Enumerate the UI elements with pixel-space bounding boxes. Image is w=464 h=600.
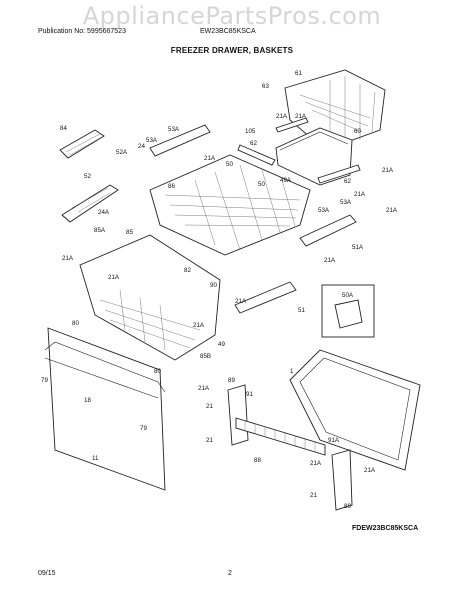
callout: 89 <box>228 377 235 384</box>
callout: 52 <box>84 173 91 180</box>
callout: 21A <box>295 113 307 120</box>
bracket-89-upper-drawing <box>227 384 249 446</box>
callout: 21 <box>310 492 317 499</box>
callout: 53A <box>340 199 352 206</box>
rail-105-drawing <box>237 144 276 166</box>
callout: 49 <box>218 341 225 348</box>
callout: 49A <box>280 177 292 184</box>
callout: 1 <box>290 368 294 375</box>
callout: 21A <box>310 460 322 467</box>
callout: 21 <box>206 437 213 444</box>
callout: 21A <box>324 257 336 264</box>
callout: 21A <box>198 385 210 392</box>
watermark-text: AppliancePartsPros.com <box>82 2 382 30</box>
rail-84-drawing <box>59 129 105 159</box>
callout: 21A <box>276 113 288 120</box>
wire-basket-drawing <box>149 154 311 256</box>
callout: 61 <box>295 70 302 77</box>
callout: 50 <box>226 161 233 168</box>
slide-51-drawing <box>234 281 297 314</box>
callout: 79 <box>41 377 48 384</box>
callout: 91A <box>328 437 340 444</box>
bar-62-upper-drawing <box>275 117 309 133</box>
callout: 62 <box>344 178 351 185</box>
page-title: FREEZER DRAWER, BASKETS <box>170 46 294 55</box>
callout: 18 <box>84 397 91 404</box>
callout: 80 <box>72 320 79 327</box>
slide-51a-drawing <box>299 214 357 247</box>
callout: 24 <box>138 143 145 150</box>
callout: 52A <box>116 149 128 156</box>
callout: 21A <box>364 467 376 474</box>
drawer-bin-drawing <box>79 234 221 361</box>
callout: 21A <box>354 191 366 198</box>
bin-60-drawing <box>275 127 353 186</box>
callout: 21A <box>382 167 394 174</box>
callout: 50 <box>258 181 265 188</box>
callout: 21A <box>62 255 74 262</box>
diagram-code: FDEW23BC85KSCA <box>352 525 419 532</box>
callout: 63 <box>262 83 269 90</box>
callout: 21 <box>206 403 213 410</box>
callout: 91 <box>246 391 253 398</box>
callout: 85 <box>126 229 133 236</box>
model-number: EW23BC85KSCA <box>200 28 256 35</box>
callout: 50A <box>342 292 354 299</box>
callout: 88 <box>254 457 261 464</box>
callout: 21A <box>386 207 398 214</box>
callout: 105 <box>245 128 256 135</box>
callout: 80 <box>154 368 161 375</box>
callout: 53A <box>146 137 158 144</box>
callout: 53A <box>318 207 330 214</box>
publication-number: Publication No: 5995667523 <box>38 28 126 35</box>
callout: 51A <box>352 244 364 251</box>
drawer-front-drawing <box>44 327 166 491</box>
callout: 24A <box>98 209 110 216</box>
callout: 53A <box>168 126 180 133</box>
callout-labels: 61 63 84 53A 53A 52A 24 21A 21A 105 62 6… <box>41 70 398 510</box>
callout: 21A <box>193 322 205 329</box>
callout: 82 <box>184 267 191 274</box>
callout: 85A <box>94 227 106 234</box>
callout: 51 <box>298 307 305 314</box>
footer-date: 09/15 <box>38 570 56 577</box>
callout: 84 <box>60 125 67 132</box>
callout: 11 <box>92 455 99 462</box>
callout: 21A <box>235 298 247 305</box>
gasket-drawing <box>289 349 421 471</box>
page-number: 2 <box>228 570 232 577</box>
callout: 62 <box>250 140 257 147</box>
bracket-52-drawing <box>61 184 119 223</box>
callout: 21A <box>108 274 120 281</box>
callout: 90 <box>210 282 217 289</box>
clip-50a-drawing <box>334 299 363 329</box>
callout: 79 <box>140 425 147 432</box>
callout: 85B <box>200 353 211 360</box>
callout: 89 <box>344 503 351 510</box>
callout: 60 <box>354 128 361 135</box>
callout: 86 <box>168 183 175 190</box>
callout: 21A <box>204 155 216 162</box>
bracket-89-lower-drawing <box>331 449 353 511</box>
bar-62-lower-drawing <box>317 164 361 184</box>
bar-88-drawing <box>235 417 326 456</box>
basket-61-drawing <box>284 69 386 151</box>
slide-53a-upper-drawing <box>149 124 211 157</box>
